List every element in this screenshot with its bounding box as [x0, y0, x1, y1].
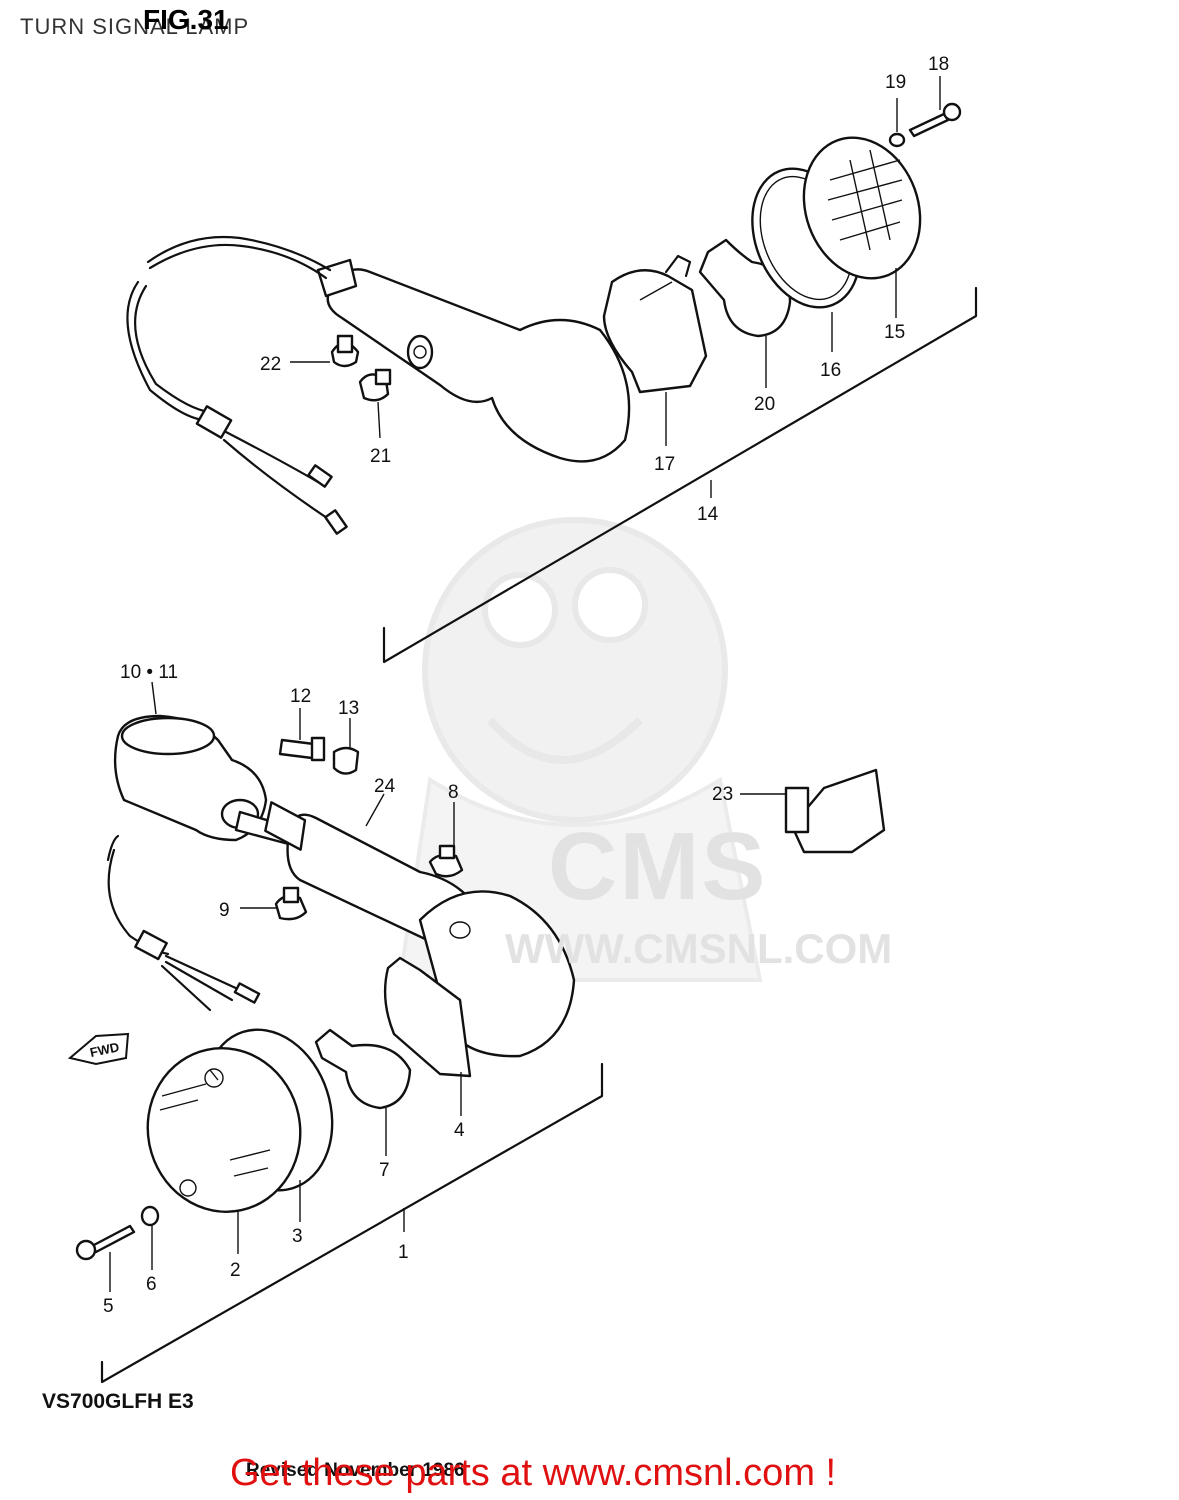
revised-note: Revised November 1986 — [246, 1460, 465, 1481]
callout-13: 13 — [338, 698, 359, 719]
callout-labels: 1 2 3 4 5 6 7 8 9 10 • 11 12 13 14 15 16… — [88, 54, 949, 1317]
callout-19: 19 — [885, 72, 906, 93]
callout-7: 7 — [379, 1160, 390, 1181]
bulb-upper — [698, 238, 792, 338]
fwd-tag: FWD — [88, 1039, 120, 1060]
callout-23: 23 — [712, 784, 733, 805]
callout-9: 9 — [219, 900, 230, 921]
callout-17: 17 — [654, 454, 675, 475]
screw-12 — [278, 738, 316, 760]
washer-6 — [140, 1205, 160, 1227]
fwd-arrow-icon — [67, 1032, 130, 1066]
lens-upper — [802, 136, 922, 280]
screw-5 — [90, 1224, 136, 1254]
callout-20: 20 — [754, 394, 775, 415]
callout-10-11: 10 • 11 — [120, 662, 178, 683]
upper-housing — [326, 268, 631, 463]
callout-1: 1 — [398, 1242, 409, 1263]
callout-16: 16 — [820, 360, 841, 381]
washer-19 — [888, 132, 906, 148]
callout-15: 15 — [884, 322, 905, 343]
callout-6: 6 — [146, 1274, 157, 1295]
callout-2: 2 — [230, 1260, 241, 1281]
figure-title: FIG.31 — [143, 4, 229, 35]
header-caption: TURN SIGNAL LAMP — [20, 14, 250, 39]
callout-12: 12 — [290, 686, 311, 707]
callout-14: 14 — [697, 504, 719, 525]
callout-8: 8 — [448, 782, 459, 803]
bulb-lower — [314, 1028, 412, 1110]
watermark-url: WWW.CMSNL.COM — [505, 925, 893, 972]
lower-lamp-assembly — [67, 681, 886, 1384]
watermark-brand: CMS — [548, 813, 768, 920]
model-code: VS700GLFH E3 — [42, 1390, 194, 1413]
screw-18 — [908, 112, 950, 138]
callout-22: 22 — [260, 354, 281, 375]
screw-8 — [428, 853, 464, 878]
callout-18: 18 — [928, 54, 949, 75]
callout-21: 21 — [370, 446, 391, 467]
callout-5: 5 — [103, 1296, 114, 1317]
callout-24: 24 — [374, 776, 396, 797]
upper-lamp-assembly — [126, 76, 978, 664]
relay-23 — [740, 768, 886, 854]
reflector-plate — [602, 269, 708, 394]
callout-3: 3 — [292, 1226, 303, 1247]
nut-13 — [332, 746, 360, 775]
callout-4: 4 — [454, 1120, 465, 1141]
promo-link[interactable]: Get these parts at www.cmsnl.com ! — [230, 1452, 837, 1494]
